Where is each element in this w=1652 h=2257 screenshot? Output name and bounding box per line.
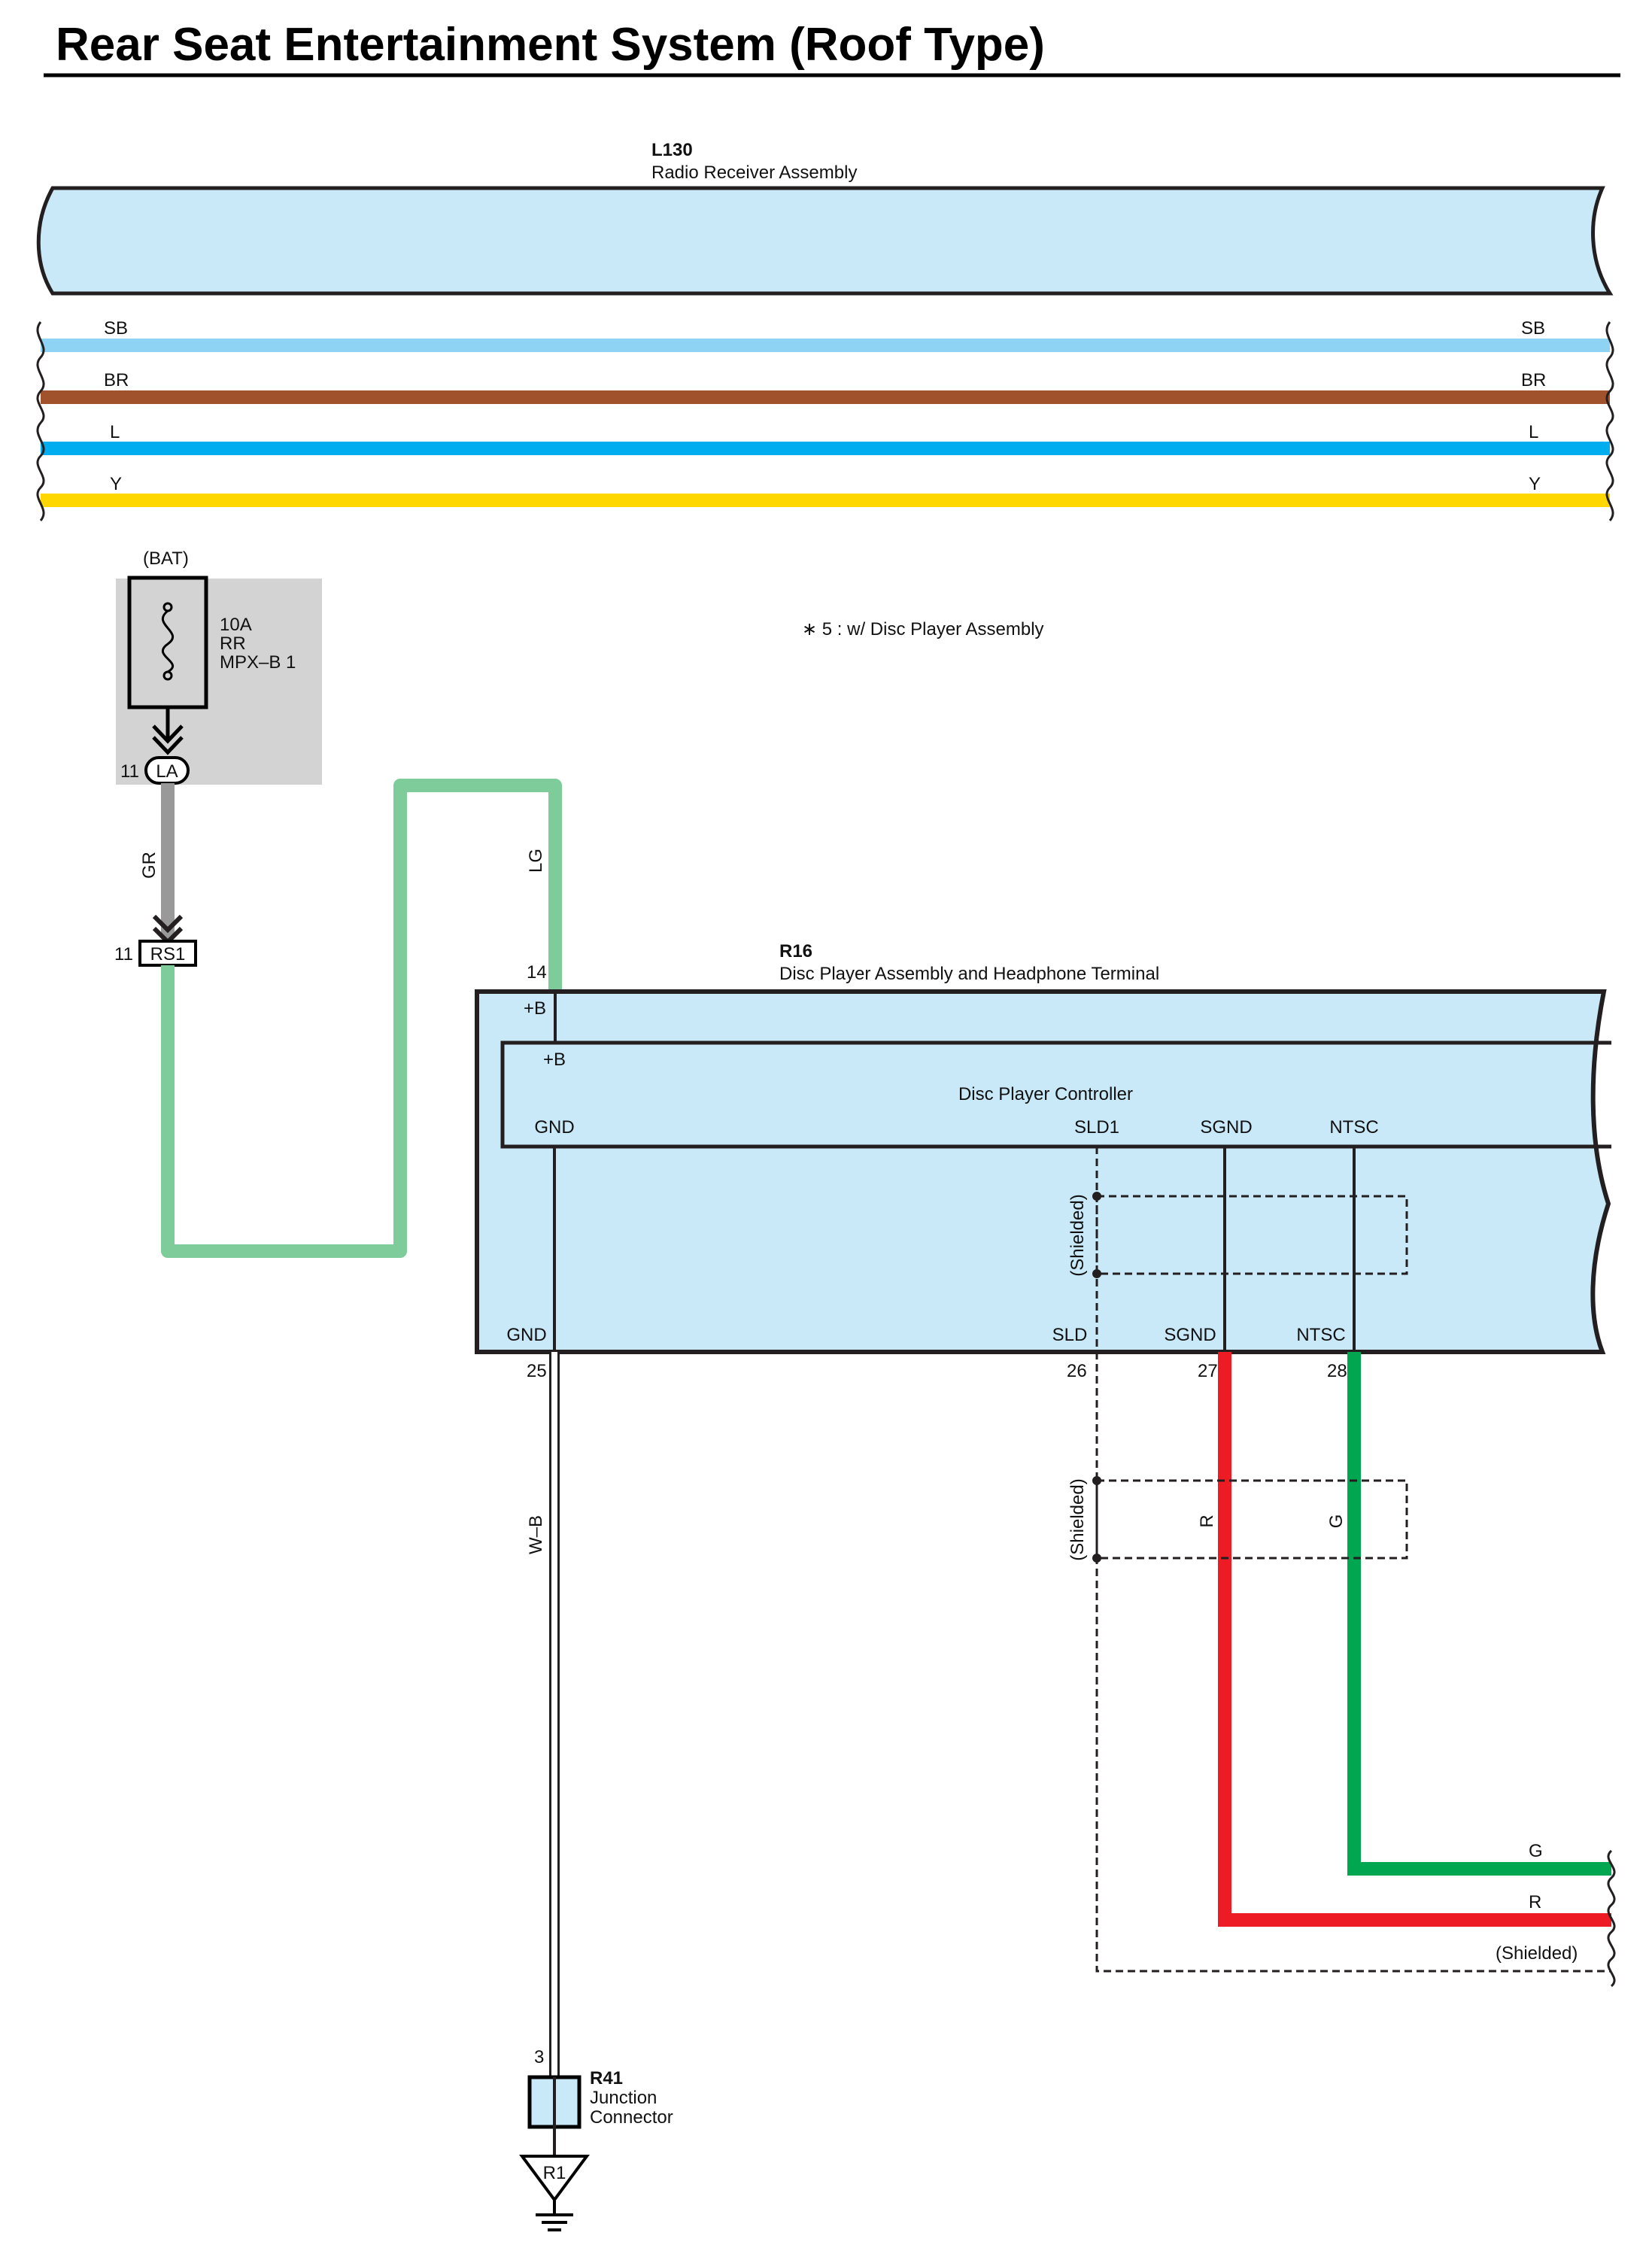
pin-sgnd: 27 [1198,1361,1218,1381]
wire-r-label-vertical: R [1197,1514,1217,1527]
internal-shield [1095,1195,1408,1275]
shield-node-bottom [1092,1269,1101,1278]
wire-g-label-vertical: G [1326,1514,1347,1529]
ext-shield-node-top [1092,1476,1101,1485]
junction-name-line2: Connector [590,2107,673,2128]
shielded-label-internal: (Shielded) [1067,1194,1088,1276]
wire-label-sb-left: SB [104,318,128,339]
wire-gr-label: GR [139,852,159,879]
connector-rs1-label: RS1 [150,944,186,964]
shielded-label-external: (Shielded) [1067,1478,1088,1560]
pin-gnd: 25 [527,1361,547,1381]
controller-label: Disc Player Controller [958,1084,1133,1104]
disc-player-pin-b: 14 [527,962,547,983]
term-sld1: SLD1 [1074,1117,1119,1138]
wire-label-br-left: BR [104,370,129,390]
term-sgnd-outer: SGND [1164,1325,1216,1345]
connector-la-pin: 11 [120,761,139,782]
wire-label-l-right: L [1529,422,1538,442]
ground-label: R1 [543,2163,566,2183]
wire-label-br-right: BR [1521,370,1546,390]
junction-name-line1: Junction [590,2088,657,2108]
page-title: Rear Seat Entertainment System (Roof Typ… [56,19,1045,71]
term-b-inner: +B [543,1050,566,1070]
disc-player-body [475,989,1611,1354]
wire-label-sb-right: SB [1521,318,1545,339]
disc-player-controller [500,1040,1611,1149]
fuse-block: (BAT) 10A RR MPX–B 1 LA 11 [116,548,322,785]
fuse-name-line1: RR [220,633,246,654]
junction-id: R41 [590,2068,623,2088]
fuse-icon [161,609,175,673]
fuse-rating: 10A [220,615,252,635]
wire-g [1347,1352,1611,1876]
wire-r-label: R [1529,1892,1541,1912]
term-ntsc-outer: NTSC [1296,1325,1345,1345]
radio-receiver-body [36,186,1614,296]
external-shield [1095,1479,1408,1560]
wire-label-y-right: Y [1529,474,1541,494]
connector-rs1 [138,940,197,967]
ext-shield-node-bottom [1092,1554,1101,1563]
pin-ntsc: 28 [1327,1361,1347,1381]
wire-wb-label: W–B [526,1515,546,1554]
fuse-box-shading [116,579,322,785]
term-gnd-inner: GND [534,1117,574,1138]
fuse-connector-arrow [152,724,184,755]
wire-g-label: G [1529,1841,1543,1861]
pin-sld: 26 [1067,1361,1087,1381]
wire-lg [161,779,562,1258]
term-b-outer: +B [524,998,546,1019]
term-sld: SLD [1052,1325,1088,1345]
bus-break-left [36,321,45,521]
wire-break-bottom-right [1607,1849,1616,1988]
bus-wires: SB BR L Y SB BR L Y [36,318,1614,521]
note: ∗ 5 : w/ Disc Player Assembly [802,619,1044,639]
fuse-source: (BAT) [143,548,189,569]
term-ntsc-inner: NTSC [1329,1117,1378,1138]
disc-player-id: R16 [779,941,812,961]
junction-pin: 3 [534,2047,544,2067]
wire-label-l-left: L [110,422,120,442]
term-sgnd-inner: SGND [1200,1117,1252,1138]
term-gnd-outer: GND [506,1325,546,1345]
connector-rs1-pin: 11 [114,944,133,964]
shielded-label-right: (Shielded) [1496,1943,1578,1964]
radio-name: Radio Receiver Assembly [651,163,857,183]
bus-break-right [1605,321,1614,521]
ground-point [519,2155,590,2203]
wire-lg-label: LG [526,849,546,873]
shield-node-top [1092,1192,1101,1201]
fuse-name-line2: MPX–B 1 [220,652,296,673]
wire-r [1218,1352,1611,1927]
radio-id: L130 [651,140,693,160]
wire-label-y-left: Y [110,474,122,494]
connector-la-label: LA [156,761,178,782]
disc-player-name: Disc Player Assembly and Headphone Termi… [779,964,1159,984]
